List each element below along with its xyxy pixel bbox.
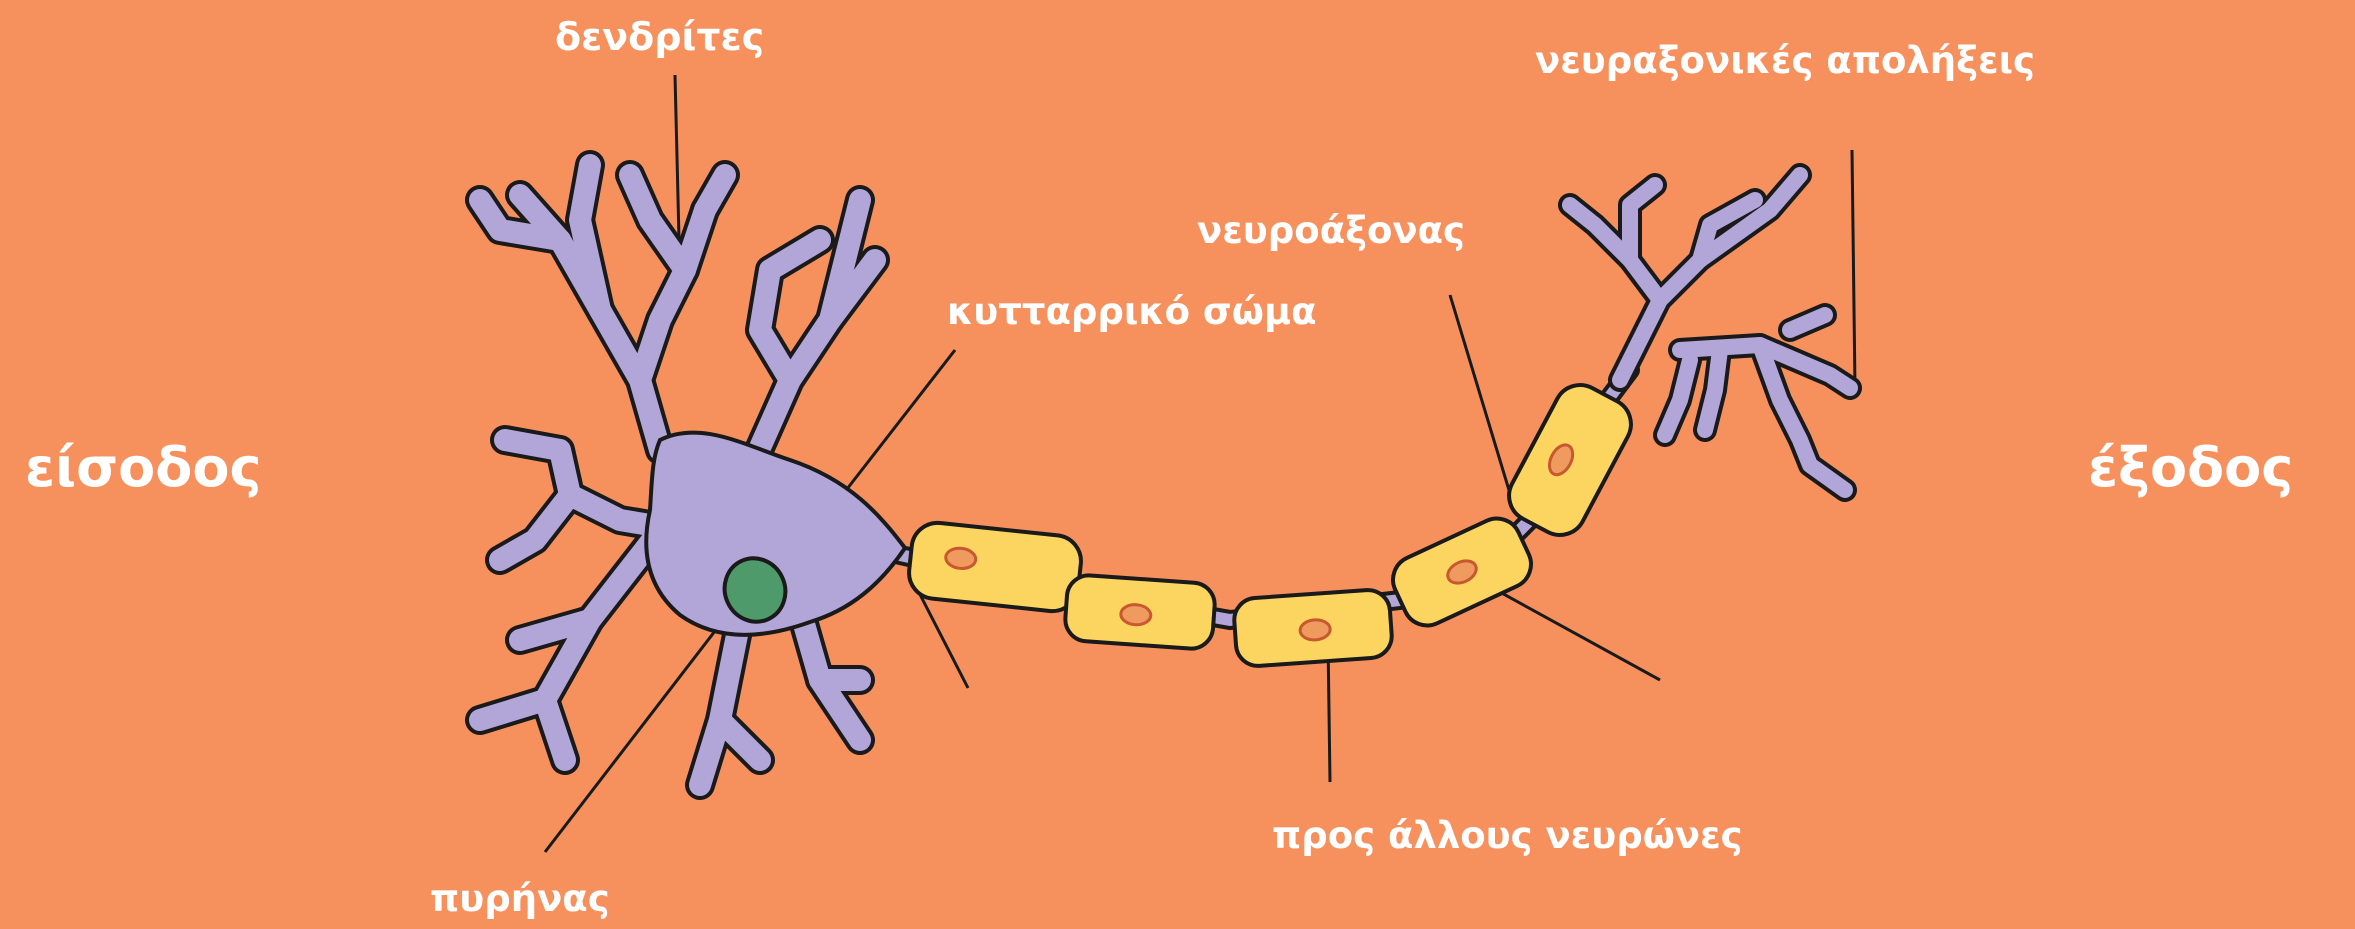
myelin-sheath (1064, 574, 1216, 650)
myelin-sheaths (906, 376, 1640, 667)
label-nucleus: πυρήνας (430, 880, 610, 917)
label-output: έξοδος (2088, 441, 2293, 495)
label-input: είσοδος (25, 441, 261, 495)
label-axon-terminals: νευραξονικές απολήξεις (1535, 42, 2035, 79)
myelin-sheath (1500, 376, 1640, 544)
myelin-sheath (1385, 511, 1539, 634)
myelin-sheath (906, 520, 1083, 613)
label-axon: νευροάξονας (1197, 212, 1465, 249)
label-to-other-neurons: προς άλλους νευρώνες (1272, 817, 1743, 854)
axon-leader-line (1450, 295, 1515, 510)
myelin-leader-line-right (1478, 580, 1660, 680)
cell-body-leader-line (840, 350, 955, 498)
label-dendrites: δενδρίτες (555, 18, 764, 56)
axon-terminals-leader-line (1852, 150, 1855, 388)
myelin-sheath (1233, 589, 1393, 668)
label-cell-body: κυτταρρικό σώμα (947, 293, 1317, 330)
